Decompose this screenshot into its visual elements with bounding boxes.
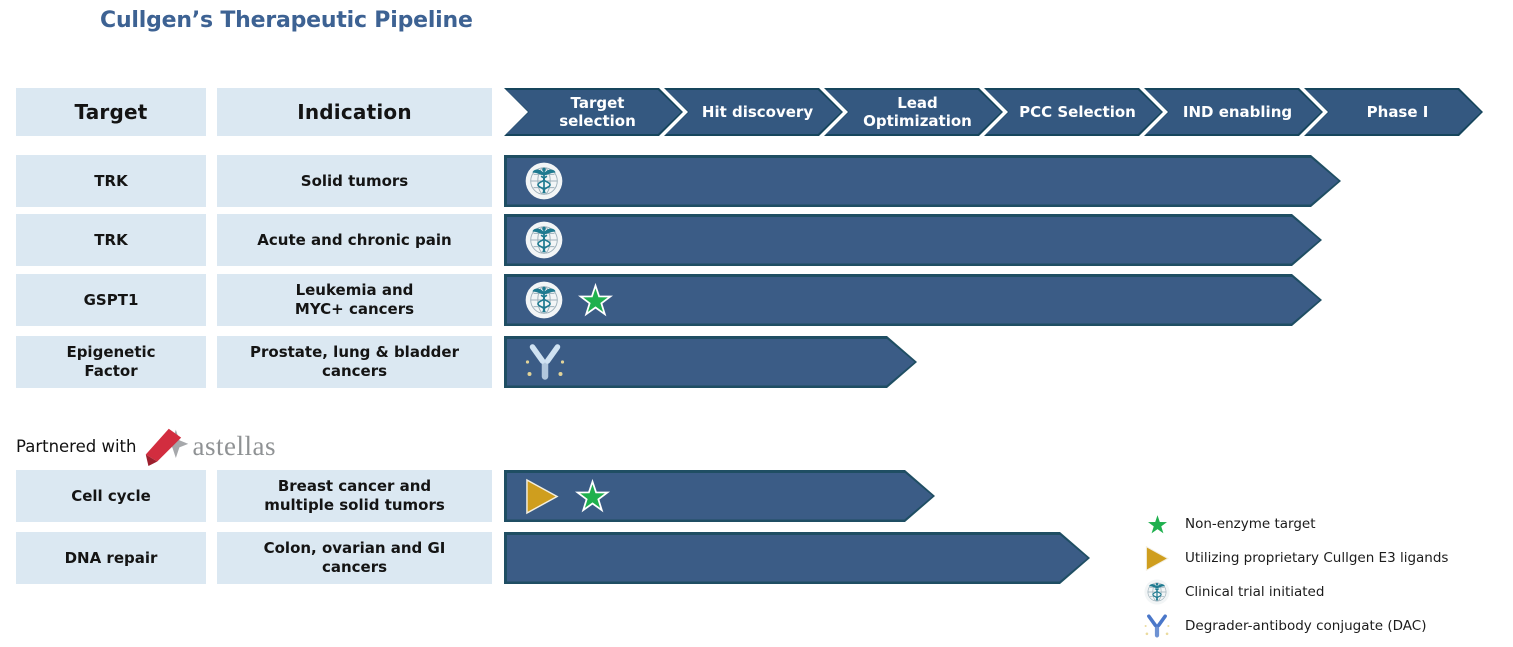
legend-item-clinical-trial: Clinical trial initiated — [1140, 579, 1448, 605]
indication-cell-pain: Acute and chronic pain — [217, 214, 492, 266]
pipeline-bar-gspt1 — [504, 274, 1322, 326]
indication-cell-colon: Colon, ovarian and GI cancers — [217, 532, 492, 584]
e3-ligand-icon — [1140, 545, 1174, 572]
phase-chevron-pcc-selection: PCC Selection — [984, 88, 1163, 136]
dac-icon — [525, 342, 565, 382]
pipeline-bar-trk-pain — [504, 214, 1322, 266]
legend: Non-enzyme target Utilizing proprietary … — [1140, 511, 1448, 639]
legend-item-non-enzyme: Non-enzyme target — [1140, 511, 1448, 537]
pipeline-bar-cell-cycle — [504, 470, 935, 522]
indication-cell-leukemia: Leukemia and MYC+ cancers — [217, 274, 492, 326]
astellas-wordmark: astellas — [192, 430, 276, 461]
partnership-line: Partnered with astellas — [16, 426, 276, 466]
non-enzyme-target-icon — [578, 283, 613, 318]
target-cell-epigenetic: Epigenetic Factor — [16, 336, 206, 388]
astellas-star-icon — [144, 426, 190, 467]
pipeline-bar-trk-solid-tumors — [504, 155, 1341, 207]
phase-chevron-lead-optimization: Lead Optimization — [824, 88, 1003, 136]
legend-item-e3-ligand: Utilizing proprietary Cullgen E3 ligands — [1140, 545, 1448, 571]
clinical-trial-icon — [525, 162, 563, 200]
clinical-trial-icon — [525, 221, 563, 259]
phase-chevron-target-selection: Target selection — [504, 88, 683, 136]
phase-chevron-hit-discovery: Hit discovery — [664, 88, 843, 136]
legend-item-dac: Degrader-antibody conjugate (DAC) — [1140, 613, 1448, 639]
indication-cell-prostate: Prostate, lung & bladder cancers — [217, 336, 492, 388]
dac-icon — [1140, 613, 1174, 639]
target-cell-cell-cycle: Cell cycle — [16, 470, 206, 522]
pipeline-bar-dna-repair — [504, 532, 1090, 584]
e3-ligand-icon — [525, 478, 560, 515]
clinical-trial-icon — [525, 281, 563, 319]
target-column-header: Target — [16, 88, 206, 136]
indication-cell-solid-tumors: Solid tumors — [217, 155, 492, 207]
indication-cell-breast: Breast cancer and multiple solid tumors — [217, 470, 492, 522]
page-title: Cullgen’s Therapeutic Pipeline — [100, 8, 473, 33]
target-cell-dna-repair: DNA repair — [16, 532, 206, 584]
phase-chevron-phase-1: Phase I — [1304, 88, 1483, 136]
non-enzyme-target-icon — [1140, 511, 1174, 538]
phase-header: Target selection Hit discovery Lead Opti… — [504, 88, 1483, 136]
target-cell-trk-2: TRK — [16, 214, 206, 266]
indication-column-header: Indication — [217, 88, 492, 136]
target-cell-trk-1: TRK — [16, 155, 206, 207]
partnered-label: Partnered with — [16, 436, 137, 456]
phase-chevron-ind-enabling: IND enabling — [1144, 88, 1323, 136]
non-enzyme-target-icon — [575, 479, 610, 514]
clinical-trial-icon — [1140, 579, 1174, 605]
target-cell-gspt1: GSPT1 — [16, 274, 206, 326]
pipeline-bar-epigenetic — [504, 336, 917, 388]
